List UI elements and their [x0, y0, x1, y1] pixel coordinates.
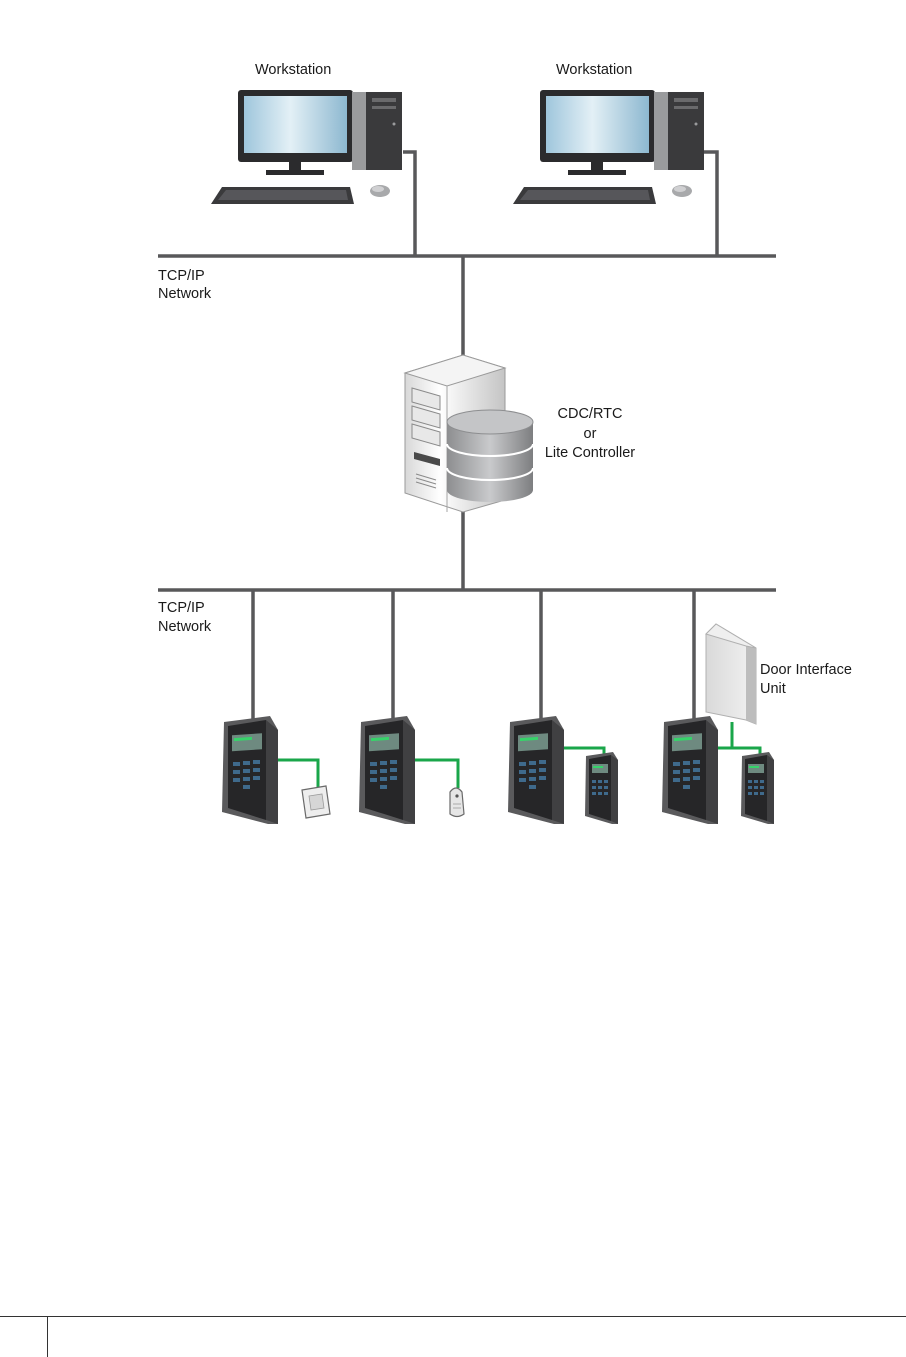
footer-rule [0, 1316, 906, 1317]
workstation-2-cable [704, 152, 717, 256]
door-interface-label-line2: Unit [760, 681, 786, 698]
controller-label-line1: CDC/RTC [540, 406, 640, 423]
card-reader-icon [302, 786, 330, 818]
bottom-network-label-line2: Network [158, 619, 211, 636]
link-terminal-2 [410, 760, 458, 788]
workstation-1-icon [211, 90, 402, 204]
terminal-4-icon [662, 716, 718, 824]
top-network-label-line2: Network [158, 286, 211, 303]
slave-terminal-1-icon [585, 752, 618, 824]
bottom-network-label-line1: TCP/IP [158, 600, 205, 617]
door-interface-unit-icon [706, 624, 756, 724]
terminal-2-icon [359, 716, 415, 824]
slave-terminal-2-icon [741, 752, 774, 824]
terminal-3-icon [508, 716, 564, 824]
workstation-2-icon [513, 90, 704, 204]
workstation-1-label: Workstation [255, 62, 331, 79]
top-network-label-line1: TCP/IP [158, 268, 205, 285]
workstation-2-label: Workstation [556, 62, 632, 79]
proximity-reader-icon [450, 788, 464, 817]
terminal-1-icon [222, 716, 278, 824]
database-icon [447, 410, 533, 502]
controller-label-line3: Lite Controller [540, 445, 640, 462]
link-terminal-1 [276, 760, 318, 788]
workstation-1-cable [403, 152, 415, 256]
door-interface-label-line1: Door Interface [760, 662, 857, 679]
controller-label-line2: or [540, 426, 640, 443]
footer-divider [47, 1316, 48, 1357]
